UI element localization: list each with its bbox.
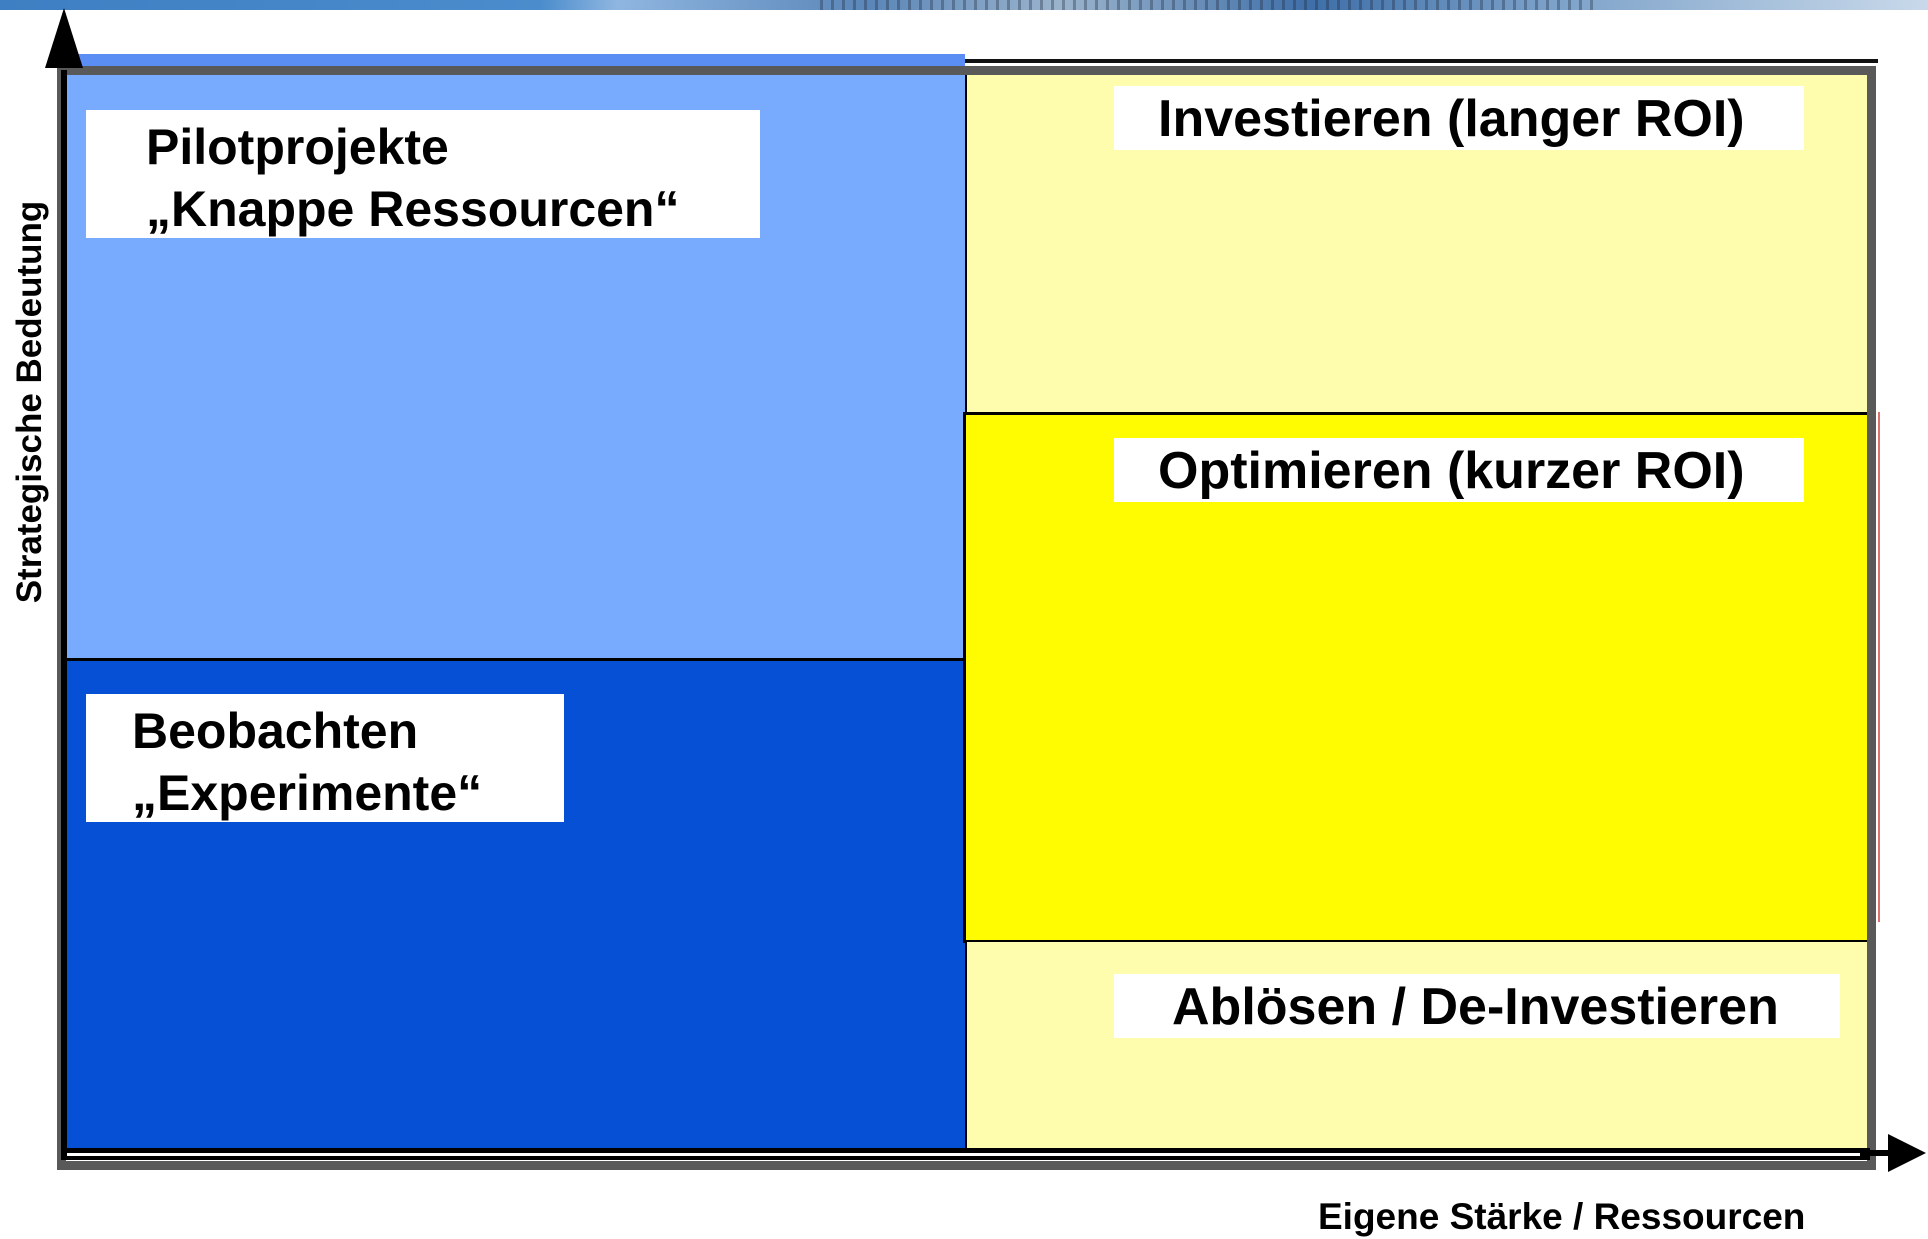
label-beobachten-title: Beobachten: [132, 703, 419, 759]
optimieren-right-edge: [1878, 412, 1880, 922]
label-optimieren-text: Optimieren (kurzer ROI): [1158, 442, 1745, 500]
label-optimieren: Optimieren (kurzer ROI): [1114, 438, 1804, 502]
label-pilotprojekte-title: Pilotprojekte: [146, 119, 449, 175]
x-axis-arrow-icon: [1888, 1134, 1926, 1172]
label-abloesen-text: Ablösen / De-Investieren: [1172, 978, 1779, 1036]
header-decoration-image: [820, 0, 1600, 10]
matrix-baseline: [66, 1148, 1870, 1160]
y-axis-label-text: Strategische Bedeutung: [10, 200, 49, 604]
label-abloesen: Ablösen / De-Investieren: [1114, 974, 1840, 1038]
label-beobachten: Beobachten „Experimente“: [86, 694, 564, 822]
label-beobachten-subtitle: „Experimente“: [132, 765, 483, 821]
matrix-frame-top-line: [965, 59, 1878, 63]
y-axis-arrow-icon: [45, 8, 83, 68]
header-decoration-band: [0, 0, 1928, 10]
x-axis-label: Eigene Stärke / Ressourcen: [1318, 1196, 1806, 1237]
label-investieren: Investieren (langer ROI): [1114, 86, 1804, 150]
label-pilotprojekte-subtitle: „Knappe Ressourcen“: [146, 181, 680, 237]
label-investieren-text: Investieren (langer ROI): [1158, 90, 1745, 148]
label-pilotprojekte: Pilotprojekte „Knappe Ressourcen“: [86, 110, 760, 238]
